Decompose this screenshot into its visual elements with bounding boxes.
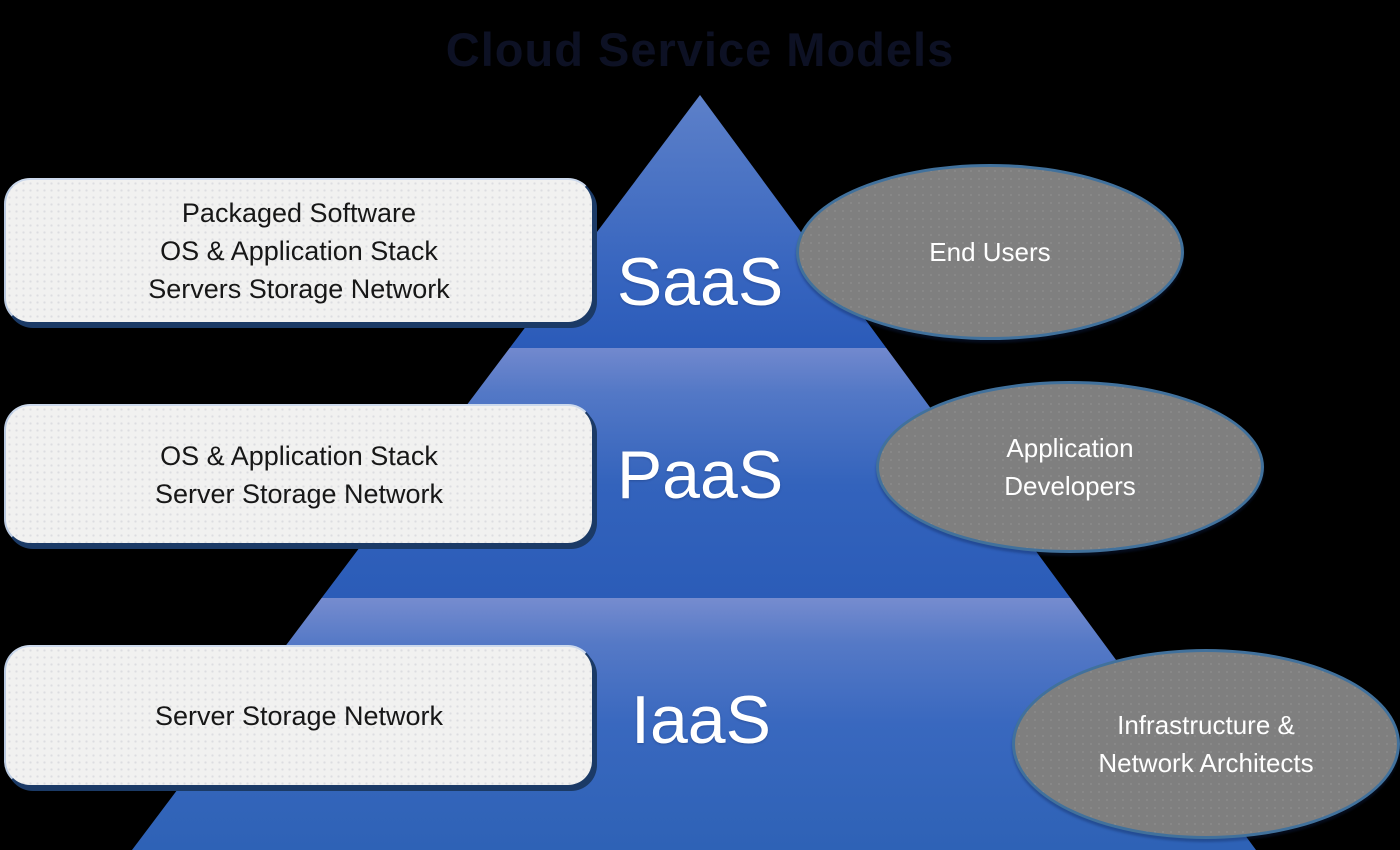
description-line: Server Storage Network <box>154 701 444 731</box>
audience-line: Developers <box>1004 471 1136 501</box>
audience-ellipse-application-developers: Application Developers <box>876 381 1264 553</box>
audience-line: Infrastructure & <box>1117 710 1295 740</box>
audience-ellipse-end-users: End Users <box>796 164 1184 340</box>
audience-line: End Users <box>929 237 1051 267</box>
description-line: OS & Application Stack <box>160 440 438 471</box>
layer-label-saas: SaaS <box>616 244 784 320</box>
audience-line: Application <box>1006 433 1134 463</box>
description-box-paas: OS & Application Stack Server Storage Ne… <box>4 404 594 545</box>
description-box-iaas: Server Storage Network <box>4 645 594 787</box>
description-line: Servers Storage Network <box>148 274 450 304</box>
diagram-title: Cloud Service Models <box>445 23 955 76</box>
audience-line: Network Architects <box>1098 748 1314 778</box>
layer-label-paas: PaaS <box>616 437 784 513</box>
description-line: OS & Application Stack <box>160 236 438 266</box>
description-box-saas: Packaged Software OS & Application Stack… <box>4 178 594 324</box>
description-line: Server Storage Network <box>154 478 444 509</box>
description-line: Packaged Software <box>181 198 417 228</box>
audience-ellipse-infrastructure-network-architects: Infrastructure & Network Architects <box>1012 649 1400 839</box>
layer-label-iaas: IaaS <box>631 682 771 758</box>
